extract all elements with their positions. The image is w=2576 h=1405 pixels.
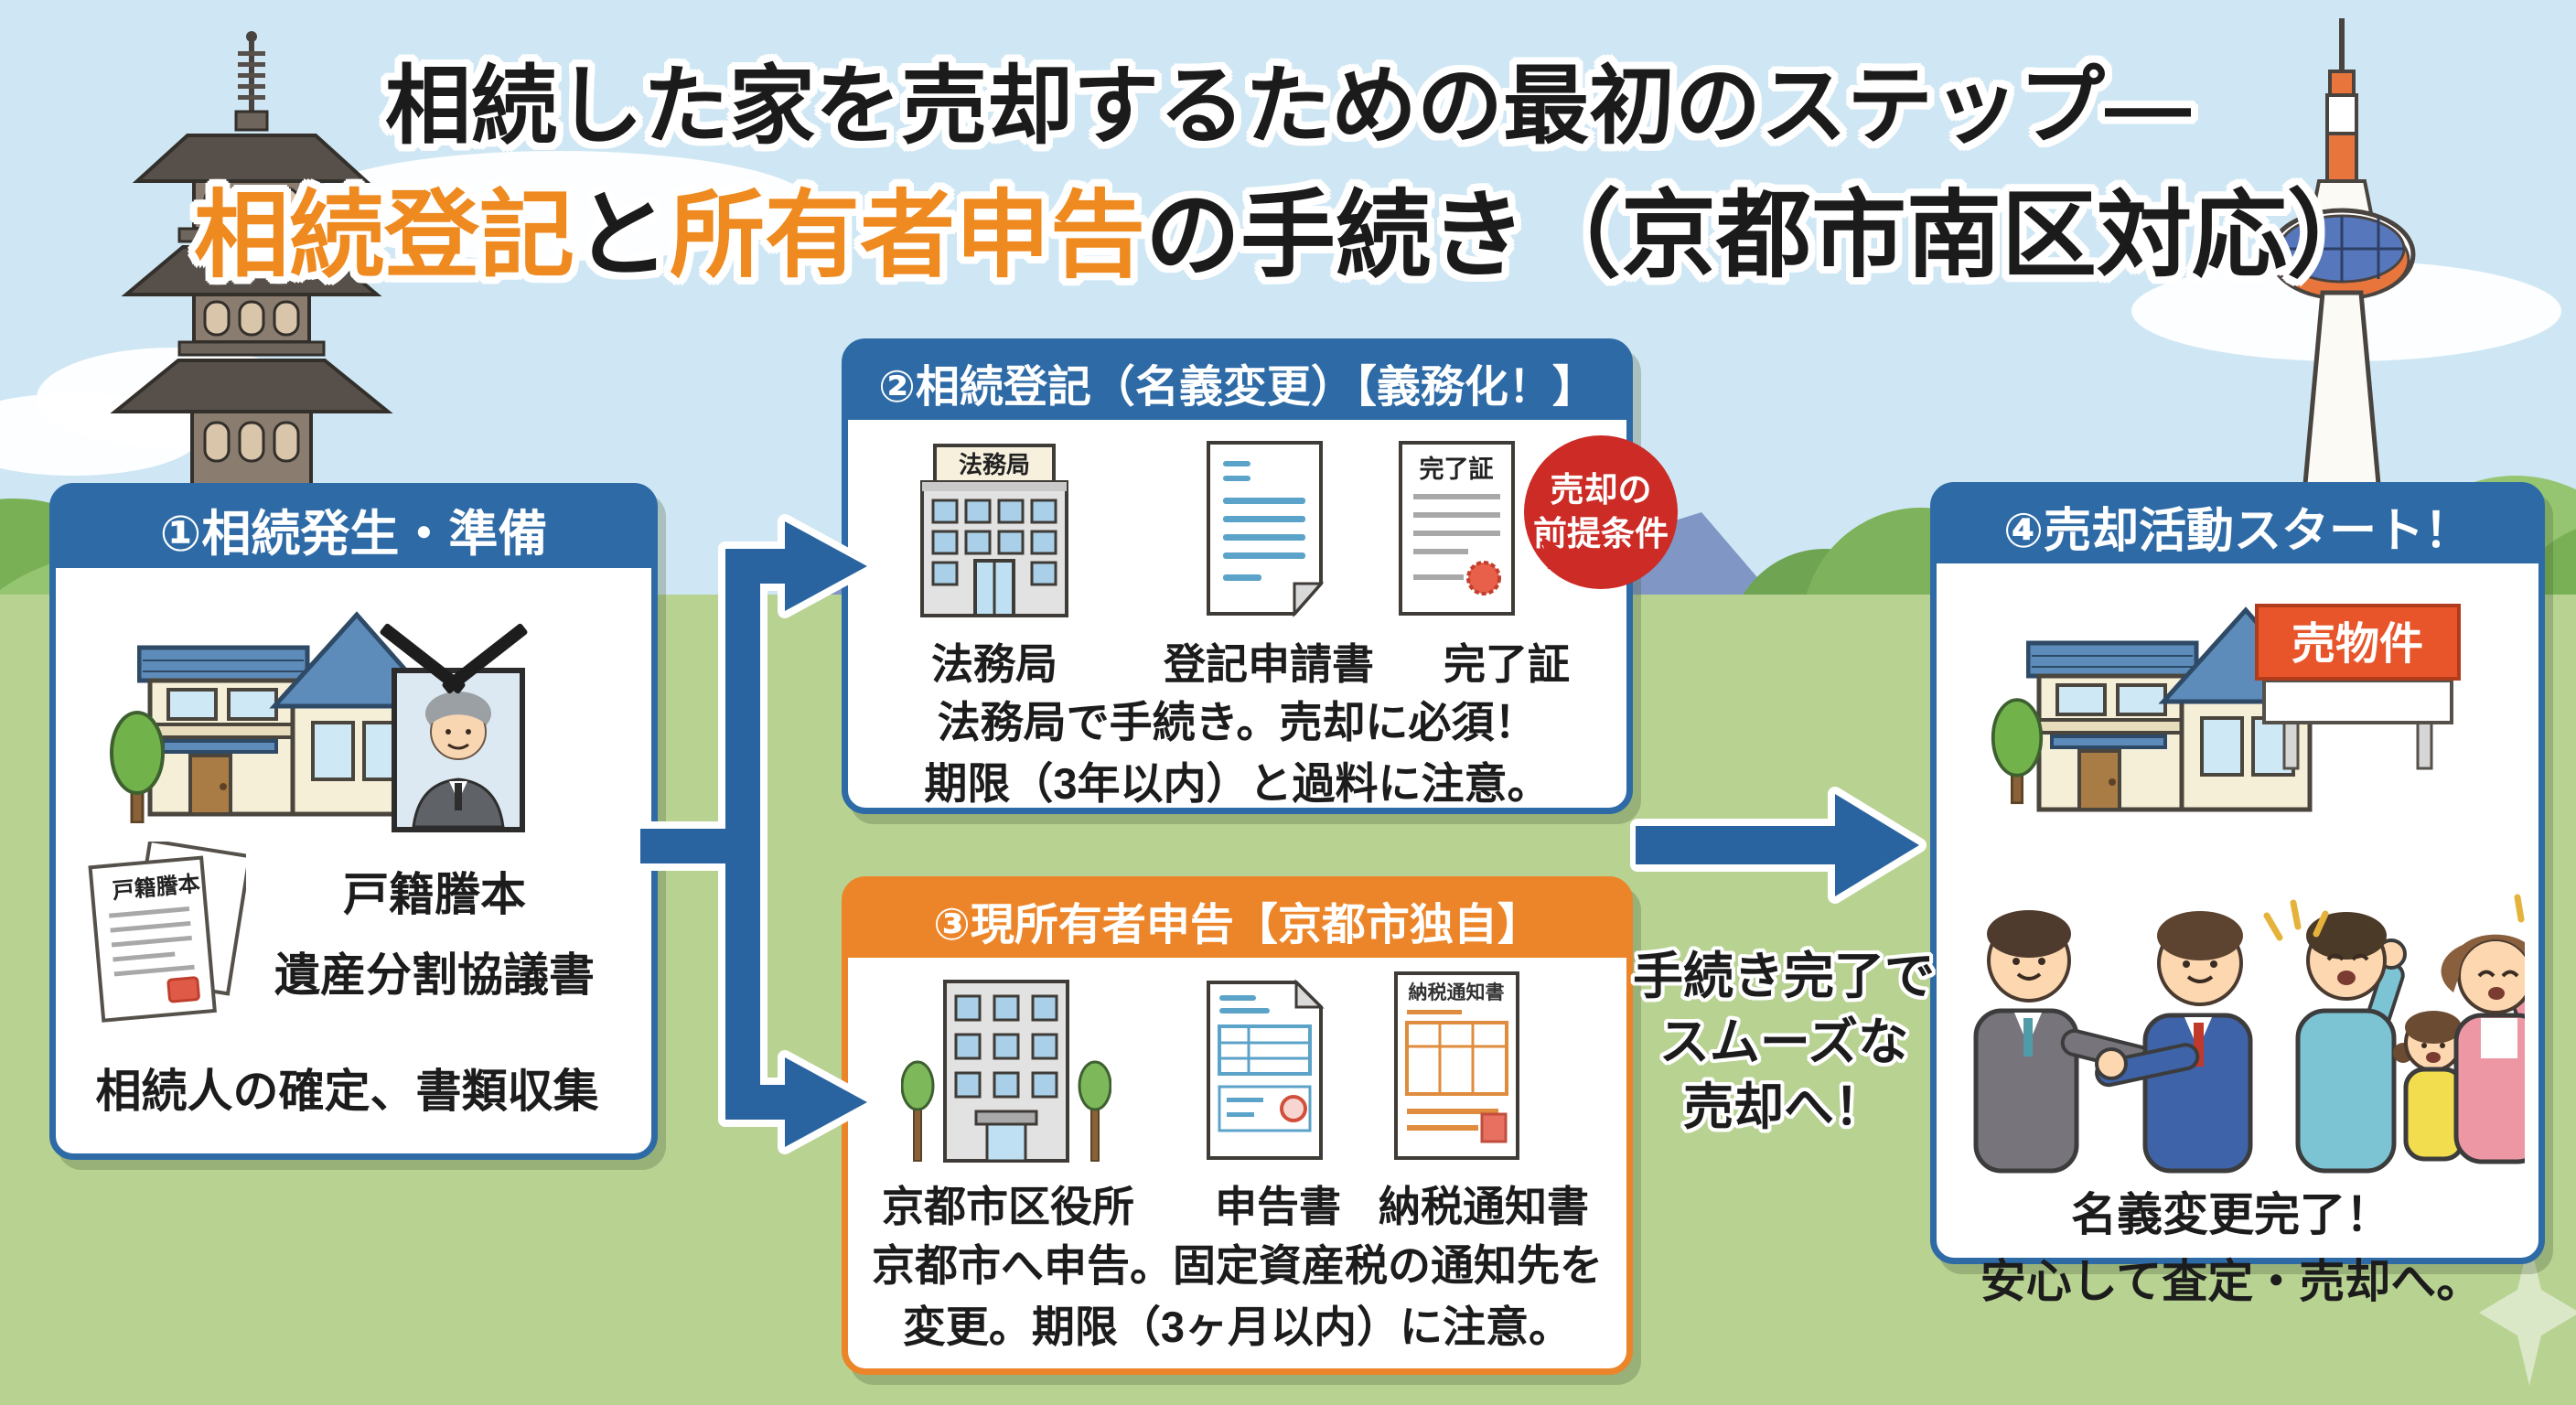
- title-line1-text: 相続した家を売却するための最初のステップ―: [384, 58, 2191, 154]
- registration-form-icon: [1207, 441, 1325, 617]
- completion-certificate-icon: 完了証: [1399, 441, 1515, 616]
- step1-header: ①相続発生・準備: [56, 489, 651, 568]
- step3-caption1: 京都市区役所: [882, 1183, 1134, 1230]
- kyoto-ward-office-icon: [901, 980, 1111, 1163]
- building-sign-label: 法務局: [959, 451, 1030, 478]
- arrow-caption-line3: 売却へ！: [1682, 1078, 1884, 1135]
- step1-documents-list: 戸籍謄本 遺産分割協議書: [247, 855, 622, 1015]
- arrow-caption-line2: スムーズな: [1658, 1013, 1909, 1070]
- step2-caption3: 完了証: [1444, 640, 1570, 688]
- step2-caption1: 法務局: [931, 640, 1057, 688]
- step3-note: 京都市へ申告。固定資産税の通知先を 変更。期限（3ヶ月以内）に注意。: [848, 1236, 1626, 1357]
- memorial-photo: [392, 668, 525, 832]
- sparkle-icon: [2479, 1239, 2576, 1386]
- step4-note-line1: 名義変更完了！: [2071, 1189, 2391, 1240]
- for-sale-sign-label: 売物件: [2292, 620, 2423, 669]
- buyer-person: [2095, 911, 2253, 1174]
- step4-note: 名義変更完了！ 安心して査定・売却へ。: [1937, 1182, 2526, 1314]
- step3-note-line1: 京都市へ申告。固定資産税の通知先を: [872, 1241, 1603, 1290]
- kyoto-tower-illustration: [2268, 18, 2416, 494]
- family-group: [2263, 894, 2525, 1174]
- step2-note-line1: 法務局で手続き。売却に必須！: [937, 698, 1538, 746]
- step4-card: ④売却活動スタート！ 売物件: [1930, 482, 2545, 1307]
- badge-line1: 売却の: [1550, 470, 1652, 509]
- joy-sparkles: [2263, 894, 2525, 941]
- step1-item1: 戸籍謄本: [343, 869, 526, 920]
- cloud: [302, 151, 814, 261]
- step1-card: ①相続発生・準備: [49, 483, 658, 1160]
- step4-header: ④売却活動スタート！: [1937, 488, 2538, 563]
- arrow-caption: 手続き完了で スムーズな 売却へ！: [1633, 944, 1935, 1141]
- tax-notice-icon: 納税通知書: [1394, 971, 1519, 1160]
- badge-line2: 前提条件: [1533, 515, 1669, 552]
- step2-card: ②相続登記（名義変更）【義務化！】 法務局: [842, 338, 1633, 814]
- legal-affairs-bureau-icon: 法務局: [920, 444, 1068, 617]
- tax-notice-title: 納税通知書: [1409, 981, 1505, 1003]
- step3-caption3: 納税通知書: [1379, 1183, 1589, 1230]
- step3-header: ③現所有者申告【京都市独自】: [848, 883, 1626, 958]
- step2-note-line2: 期限（3年以内）と過料に注意。: [924, 758, 1551, 808]
- sale-precondition-badge: 売却の 前提条件: [1524, 435, 1678, 589]
- step1-header-label: ①相続発生・準備: [159, 506, 548, 562]
- step3-header-label: ③現所有者申告【京都市独自】: [933, 901, 1541, 949]
- step2-note: 法務局で手続き。売却に必須！ 期限（3年以内）と過料に注意。: [848, 692, 1626, 814]
- tree-icon: [110, 711, 165, 823]
- declaration-form-icon: [1207, 979, 1325, 1160]
- title-line2: 相続登記と所有者申告の手続き（京都市南区対応）: [0, 157, 2576, 295]
- step2-header-label: ②相続登記（名義変更）【義務化！】: [878, 363, 1596, 412]
- arrow-fill: [640, 521, 1919, 1147]
- step3-caption2: 申告書: [1215, 1183, 1341, 1230]
- step1-item2: 遺産分割協議書: [274, 949, 595, 1001]
- certificate-title: 完了証: [1420, 455, 1494, 483]
- handshake-and-family-illustration: [1973, 894, 2525, 1174]
- title-keyword-souzoku-touki: 相続登記: [193, 183, 574, 289]
- step2-header: ②相続登記（名義変更）【義務化！】: [848, 345, 1626, 420]
- title-line1: 相続した家を売却するための最初のステップ―: [0, 37, 2576, 161]
- koseki-documents-icon: 戸籍謄本: [88, 842, 246, 1023]
- title-rest: の手続き（京都市南区対応）: [1145, 183, 2383, 289]
- title-connector: と: [574, 183, 670, 289]
- for-sale-sign: 売物件: [2255, 604, 2461, 770]
- step4-note-line2: 安心して査定・売却へ。: [1980, 1255, 2483, 1307]
- step3-card: ③現所有者申告【京都市独自】: [842, 876, 1633, 1375]
- title-keyword-shoyusha-shinkoku: 所有者申告: [670, 183, 1146, 289]
- step3-note-line2: 変更。期限（3ヶ月以内）に注意。: [902, 1302, 1572, 1351]
- step2-caption2: 登記申請書: [1164, 640, 1374, 688]
- step4-header-label: ④売却活動スタート！: [2002, 504, 2473, 558]
- step1-note: 相続人の確定、書類収集: [95, 1066, 599, 1117]
- pagoda-illustration: [110, 31, 393, 526]
- elderly-man-portrait: [412, 692, 505, 829]
- tree-icon: [1991, 698, 2044, 805]
- arrow-caption-line1: 手続き完了で: [1633, 948, 1936, 1004]
- handshake-hands: [2095, 1047, 2128, 1080]
